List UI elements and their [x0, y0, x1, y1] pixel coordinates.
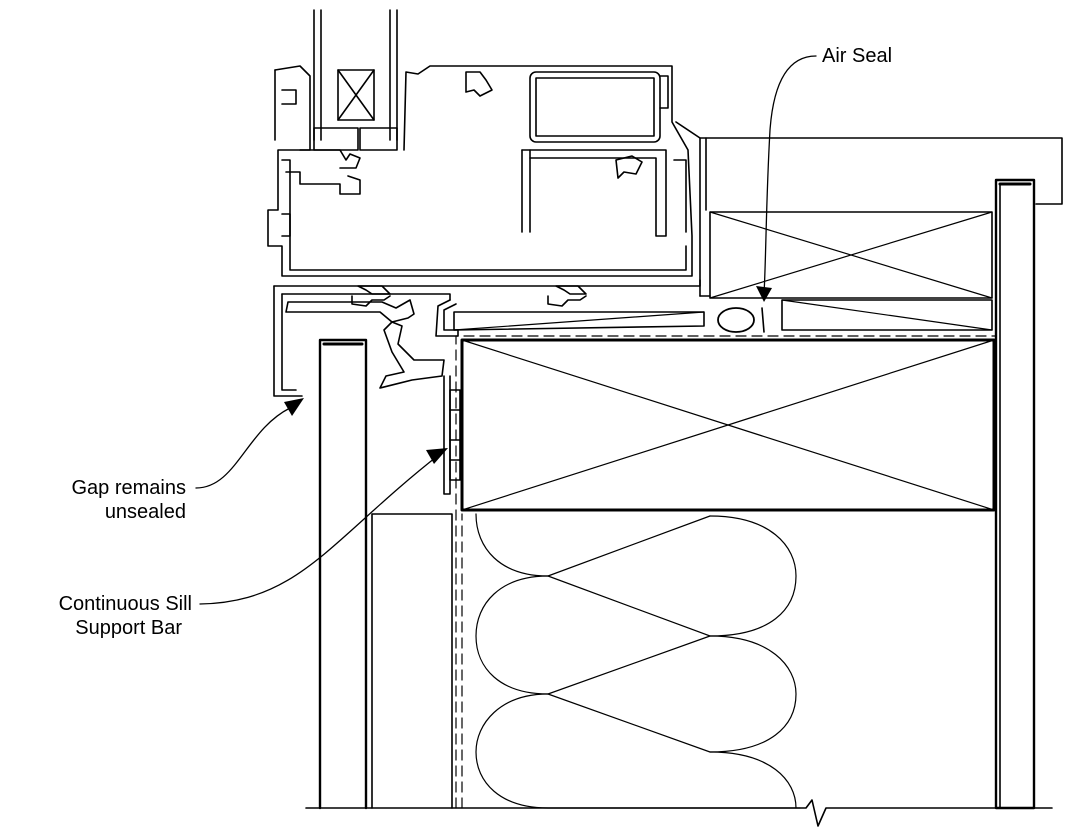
- sill-support-label-line2: Support Bar: [75, 617, 182, 639]
- wood-blocking: [455, 335, 997, 809]
- base-line: [305, 799, 1053, 827]
- sill-extrusion: [273, 279, 701, 397]
- exterior-trim: [318, 338, 453, 810]
- leader-lines: [195, 55, 817, 605]
- steel-stud: [994, 178, 1036, 810]
- gap-label-line1: Gap remains: [71, 477, 187, 499]
- air-seal-label: Air Seal: [822, 45, 893, 67]
- existing-wall: [453, 121, 1063, 331]
- frame-extrusion: [267, 65, 693, 277]
- gap-label-line2: unsealed: [104, 501, 186, 523]
- sill-support-label-line1: Continuous Sill: [58, 593, 192, 615]
- sill-support-bar: [443, 375, 461, 495]
- air-seal: [717, 307, 765, 333]
- batt-insulation: [475, 513, 801, 809]
- glazing-unit: [313, 9, 398, 151]
